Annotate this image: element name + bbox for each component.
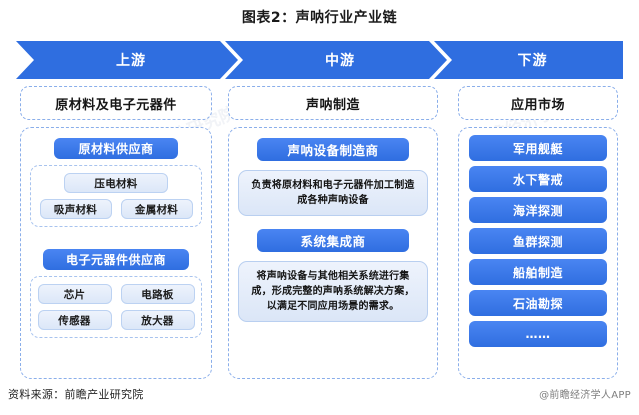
chip-sound-absorbing-material[interactable]: 吸声材料	[39, 199, 112, 219]
midstream-body: 声呐设备制造商 负责将原材料和电子元器件加工制造成各种声呐设备 系统集成商 将声…	[228, 127, 438, 379]
stage-arrow-downstream[interactable]: 下游	[434, 41, 623, 79]
downstream-item-more[interactable]: ……	[469, 321, 607, 347]
page-title: 图表2：声呐行业产业链	[241, 10, 398, 26]
downstream-item-shipbuilding[interactable]: 船舶制造	[469, 259, 607, 285]
midstream-block-2-header[interactable]: 系统集成商	[257, 229, 409, 252]
downstream-caption: 应用市场	[458, 86, 618, 120]
downstream-item-military-vessel[interactable]: 军用舰艇	[469, 135, 607, 161]
chip-metal-material[interactable]: 金属材料	[120, 199, 193, 219]
stage-arrow-midstream-label: 中游	[325, 53, 355, 69]
chip-circuit-board[interactable]: 电路板	[120, 284, 195, 304]
downstream-item-oil-exploration[interactable]: 石油勘探	[469, 290, 607, 316]
stage-arrow-downstream-label: 下游	[517, 53, 548, 69]
downstream-item-ocean-detection[interactable]: 海洋探测	[469, 197, 607, 223]
credit-note: @前瞻经济学人APP	[539, 390, 631, 401]
downstream-item-underwater-alert[interactable]: 水下警戒	[469, 166, 607, 192]
chip-sensor[interactable]: 传感器	[37, 310, 112, 330]
source-note: 资料来源：前瞻产业研究院	[8, 388, 144, 401]
upstream-caption: 原材料及电子元器件	[20, 86, 212, 120]
midstream-block-1-header[interactable]: 声呐设备制造商	[257, 138, 409, 161]
stage-arrow-upstream-label: 上游	[116, 53, 146, 69]
chip-piezo-material[interactable]: 压电材料	[64, 173, 168, 193]
upstream-group-2-header[interactable]: 电子元器件供应商	[43, 249, 189, 270]
column-upstream: 原材料及电子元器件 原材料供应商 压电材料 吸声材料 金属材料 电子元器件供应商…	[20, 86, 212, 379]
downstream-body: 军用舰艇 水下警戒 海洋探测 鱼群探测 船舶制造 石油勘探 ……	[458, 127, 618, 379]
upstream-group-2-items: 芯片 电路板 传感器 放大器	[30, 276, 202, 338]
midstream-block-1-description: 负责将原材料和电子元器件加工制造成各种声呐设备	[238, 170, 428, 216]
stage-arrow-midstream[interactable]: 中游	[225, 41, 447, 79]
midstream-caption: 声呐制造	[228, 86, 438, 120]
midstream-spacer	[238, 216, 428, 229]
column-midstream: 声呐制造 声呐设备制造商 负责将原材料和电子元器件加工制造成各种声呐设备 系统集…	[228, 86, 438, 379]
upstream-group-1-header[interactable]: 原材料供应商	[54, 138, 178, 159]
upstream-group-1-items: 压电材料 吸声材料 金属材料	[30, 165, 202, 227]
downstream-item-fish-detection[interactable]: 鱼群探测	[469, 228, 607, 254]
stage-arrow-upstream[interactable]: 上游	[16, 41, 238, 79]
chip-chip[interactable]: 芯片	[37, 284, 112, 304]
chip-amplifier[interactable]: 放大器	[120, 310, 195, 330]
column-downstream: 应用市场 军用舰艇 水下警戒 海洋探测 鱼群探测 船舶制造 石油勘探 ……	[458, 86, 618, 379]
upstream-body: 原材料供应商 压电材料 吸声材料 金属材料 电子元器件供应商 芯片 电路板 传感…	[20, 127, 212, 379]
upstream-spacer	[30, 227, 202, 249]
midstream-block-2-description: 将声呐设备与其他相关系统进行集成，形成完整的声呐系统解决方案，以满足不同应用场景…	[238, 261, 428, 322]
stage-banner: 上游 中游 下游	[16, 41, 623, 79]
